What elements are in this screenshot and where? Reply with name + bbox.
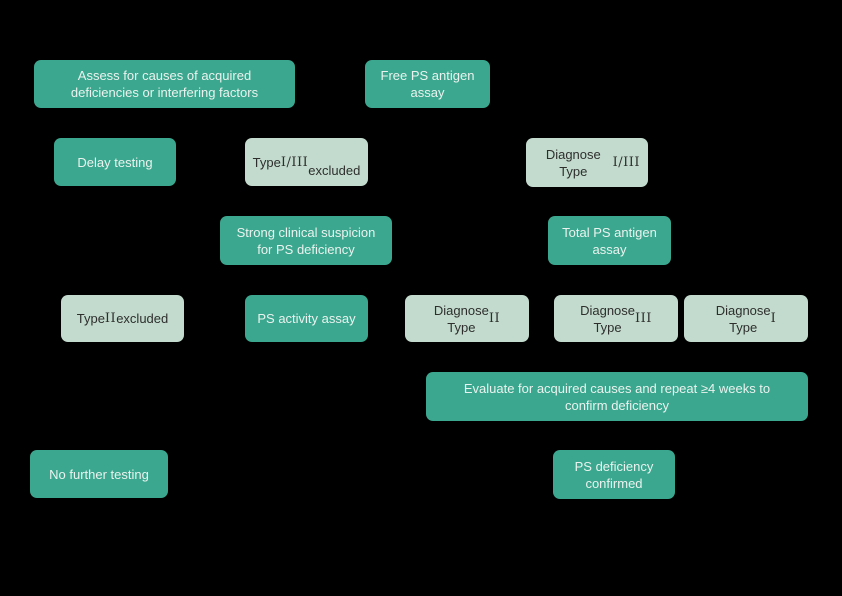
node-diagnose-type-i-iii: Diagnose Type I/III xyxy=(526,138,648,187)
node-assess-acquired-causes: Assess for causes of acquired deficienci… xyxy=(34,60,295,108)
node-no-further-testing: No further testing xyxy=(30,450,168,498)
node-ps-activity-assay: PS activity assay xyxy=(245,295,368,342)
node-delay-testing: Delay testing xyxy=(54,138,176,186)
node-evaluate-acquired-repeat: Evaluate for acquired causes and repeat … xyxy=(426,372,808,421)
node-diagnose-type-i: Diagnose Type I xyxy=(684,295,808,342)
node-free-ps-antigen-assay: Free PS antigen assay xyxy=(365,60,490,108)
node-diagnose-type-ii: Diagnose Type II xyxy=(405,295,529,342)
node-ps-deficiency-confirmed: PS deficiency confirmed xyxy=(553,450,675,499)
node-type-i-iii-excluded: Type I/III excluded xyxy=(245,138,368,186)
node-total-ps-antigen-assay: Total PS antigen assay xyxy=(548,216,671,265)
node-diagnose-type-iii: Diagnose Type III xyxy=(554,295,678,342)
node-strong-clinical-suspicion: Strong clinical suspicion for PS deficie… xyxy=(220,216,392,265)
node-type-ii-excluded: Type II excluded xyxy=(61,295,184,342)
